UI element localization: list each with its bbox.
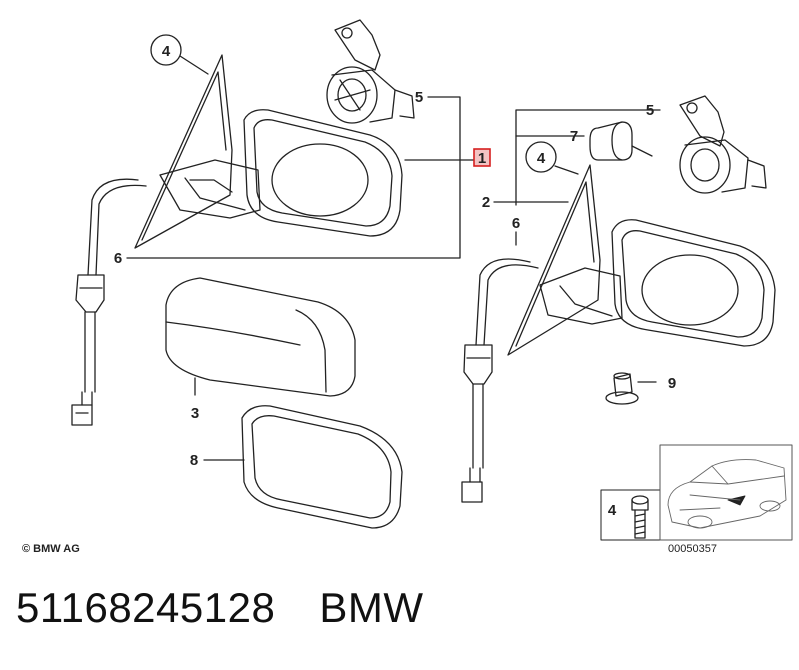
right-mirror-cable	[461, 258, 539, 503]
callout-8: 8	[190, 452, 198, 469]
right-adjustment-motor	[679, 95, 767, 194]
mirror-glass	[241, 405, 403, 529]
callout-4-right: 4	[537, 150, 546, 167]
callout-1[interactable]: 1	[478, 150, 486, 167]
part-number-line: 51168245128 BMW	[16, 584, 423, 632]
left-mirror-cable	[71, 178, 147, 426]
copyright-text: © BMW AG	[22, 543, 80, 555]
small-motor-7	[589, 121, 653, 161]
brand-name: BMW	[319, 584, 424, 631]
left-mirror-triangle-base	[134, 54, 233, 249]
callout-2: 2	[482, 194, 490, 211]
leader-4-left	[179, 55, 209, 75]
right-mirror-housing	[611, 219, 776, 347]
callout-1-highlight[interactable]	[473, 148, 491, 167]
part-number: 51168245128	[16, 584, 276, 631]
left-adjustment-motor	[326, 19, 415, 124]
callout-5-right: 5	[646, 102, 654, 119]
callout-9: 9	[668, 375, 676, 392]
leader-5-right	[515, 109, 661, 206]
diagram-code: 00050357	[668, 543, 717, 555]
callout-4-left: 4	[162, 43, 171, 60]
callout-6-left: 6	[114, 250, 122, 267]
callout-3: 3	[191, 405, 199, 422]
right-mirror-triangle-base	[507, 164, 601, 356]
car-thumbnail-box	[659, 444, 793, 541]
mirror-cap	[165, 277, 356, 397]
car-thumbnail	[667, 459, 787, 529]
callout-6-right: 6	[512, 215, 520, 232]
left-mirror-arm	[159, 159, 261, 219]
callout-4-bolt: 4	[608, 502, 617, 519]
callout-circle-4-left	[150, 34, 182, 66]
callout-circle-4-right	[525, 141, 557, 173]
callout-5-left: 5	[415, 89, 423, 106]
clip-9	[605, 372, 639, 405]
bolt-4	[631, 495, 649, 539]
callout-7: 7	[570, 128, 578, 145]
leader-4-right	[554, 165, 579, 175]
right-mirror-arm	[539, 267, 623, 325]
left-mirror-housing	[243, 109, 403, 237]
leader-5-left	[126, 96, 461, 259]
